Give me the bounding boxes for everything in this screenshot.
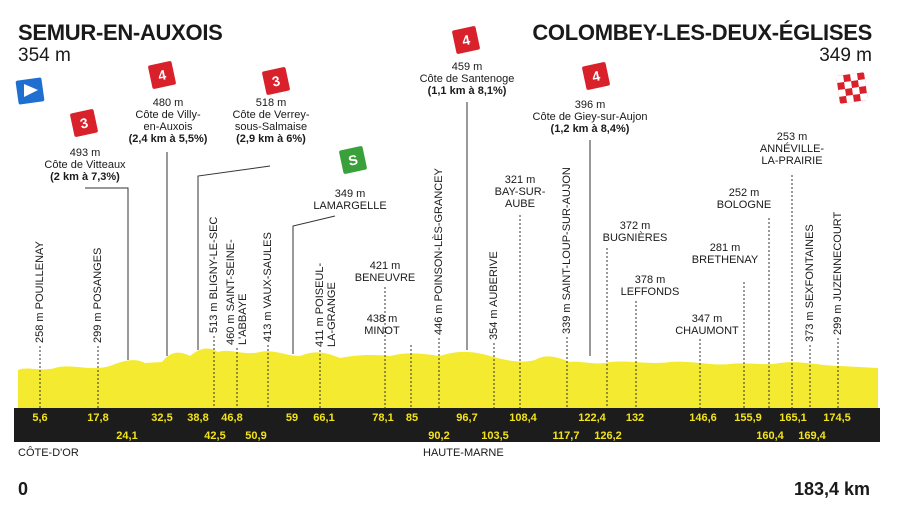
vertical-place-label: 339 m SAINT-LOUP-SUR-AUJON bbox=[561, 167, 573, 334]
km-marker: 5,6 bbox=[32, 412, 48, 424]
start-city: SEMUR-EN-AUXOIS bbox=[18, 20, 223, 45]
vertical-place-label: 411 m POISEUL- LA-GRANGE bbox=[314, 262, 338, 347]
km-marker: 90,2 bbox=[428, 430, 450, 442]
dashed-markers bbox=[39, 175, 839, 408]
km-marker: 50,9 bbox=[245, 430, 267, 442]
vertical-place-label: 446 m POINSON-LÈS-GRANCEY bbox=[433, 168, 445, 335]
km-marker: 103,5 bbox=[481, 430, 509, 442]
sprint-badge: S bbox=[338, 145, 368, 175]
km-marker: 117,7 bbox=[552, 430, 580, 442]
finish-flag-icon bbox=[836, 72, 868, 104]
km-marker: 78,1 bbox=[372, 412, 394, 424]
km-marker: 42,5 bbox=[204, 430, 226, 442]
climb-markers bbox=[85, 102, 591, 360]
km-marker: 165,1 bbox=[779, 412, 807, 424]
start-altitude: 354 m bbox=[18, 45, 71, 66]
region-label: HAUTE-MARNE bbox=[423, 447, 504, 459]
vertical-place-label: 299 m POSANGES bbox=[92, 247, 104, 343]
km-marker: 85 bbox=[405, 412, 419, 424]
km-marker: 59 bbox=[285, 412, 299, 424]
climb-category-badge: 3 bbox=[261, 66, 291, 96]
km-marker: 169,4 bbox=[798, 430, 826, 442]
km-marker: 155,9 bbox=[734, 412, 762, 424]
vertical-place-label: 373 m SEXFONTAINES bbox=[804, 224, 816, 342]
km-marker: 66,1 bbox=[313, 412, 335, 424]
km-marker: 32,5 bbox=[151, 412, 173, 424]
km-marker: 126,2 bbox=[594, 430, 622, 442]
vertical-place-label: 258 m POUILLENAY bbox=[34, 241, 46, 343]
vertical-place-label: 460 m SAINT-SEINE- L'ABBAYE bbox=[225, 239, 249, 345]
start-km: 0 bbox=[18, 479, 29, 499]
km-marker: 160,4 bbox=[756, 430, 784, 442]
km-marker: 46,8 bbox=[221, 412, 243, 424]
km-marker: 38,8 bbox=[187, 412, 209, 424]
km-marker: 122,4 bbox=[578, 412, 606, 424]
vertical-place-label: 513 m BLIGNY-LE-SEC bbox=[208, 216, 220, 333]
km-marker: 108,4 bbox=[509, 412, 537, 424]
region-label: CÔTE-D'OR bbox=[18, 447, 79, 459]
vertical-place-label: 299 m JUZENNECOURT bbox=[832, 211, 844, 335]
km-marker: 24,1 bbox=[116, 430, 138, 442]
finish-city: COLOMBEY-LES-DEUX-ÉGLISES bbox=[532, 20, 872, 45]
km-marker: 96,7 bbox=[456, 412, 478, 424]
climb-category-badge: 4 bbox=[451, 25, 481, 55]
climb-category-badge: 4 bbox=[581, 61, 611, 91]
elevation-profile bbox=[18, 348, 878, 410]
km-marker: 132 bbox=[625, 412, 645, 424]
total-distance: 183,4 km bbox=[793, 479, 870, 499]
km-marker: 174,5 bbox=[823, 412, 851, 424]
climb-category-badge: 3 bbox=[69, 108, 99, 138]
km-marker: 17,8 bbox=[87, 412, 109, 424]
vertical-place-label: 413 m VAUX-SAULES bbox=[262, 232, 274, 342]
km-marker: 146,6 bbox=[689, 412, 717, 424]
finish-altitude: 349 m bbox=[819, 45, 872, 66]
start-flag-icon bbox=[15, 77, 45, 105]
climb-category-badge: 4 bbox=[147, 60, 177, 90]
vertical-place-label: 354 m AUBERIVE bbox=[488, 251, 500, 340]
km-band bbox=[14, 408, 880, 442]
